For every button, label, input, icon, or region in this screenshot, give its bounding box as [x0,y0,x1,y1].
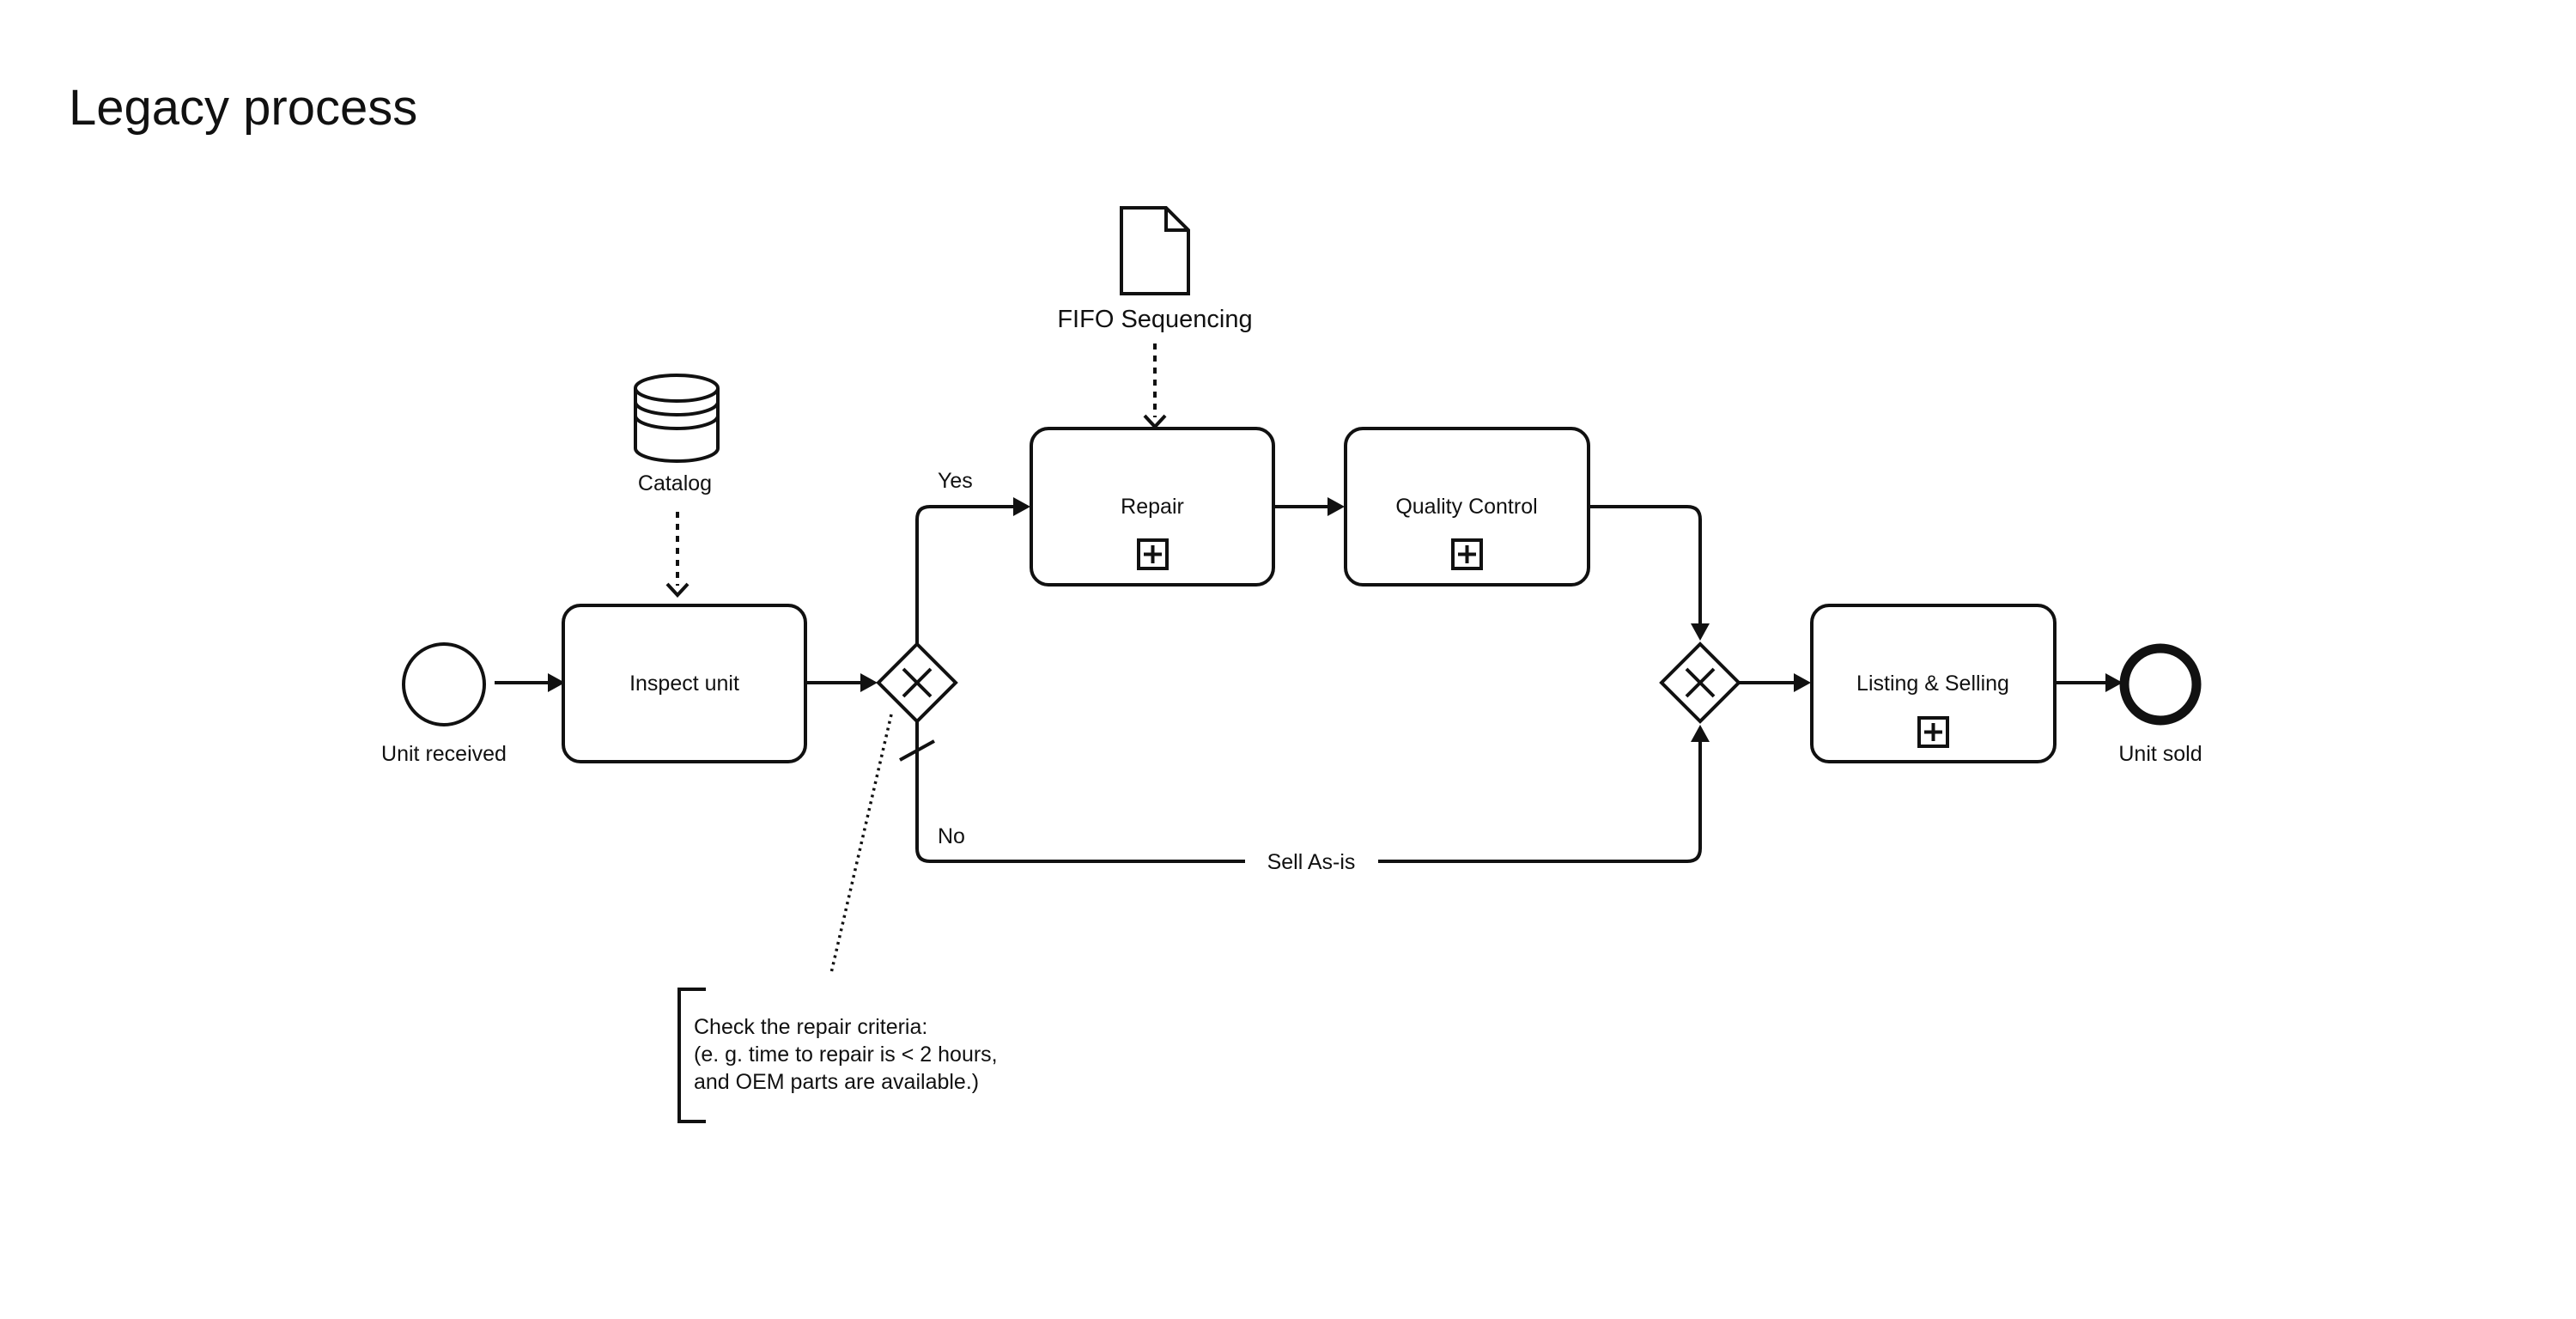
task-label-repair: Repair [1121,495,1184,519]
association-arrowhead [665,582,690,598]
end-event-circle [2119,643,2202,726]
arrowhead [2105,673,2123,692]
flow-no-sell-as-is [915,721,1245,863]
task-label-inspect: Inspect unit [629,672,739,696]
task-box [1030,427,1275,587]
task-box [1344,427,1590,587]
task-repair[interactable] [1030,427,1275,587]
task-listing-selling[interactable] [1810,604,2057,763]
catalog-database-icon[interactable] [634,374,720,463]
diagram-title: Legacy process [69,80,417,136]
arrowhead [1691,623,1710,641]
task-quality-control[interactable] [1344,427,1590,587]
subprocess-expand-icon[interactable] [1917,716,1949,748]
arrowhead [860,673,878,692]
annotation-line: (e. g. time to repair is < 2 hours, [694,1042,998,1067]
subprocess-expand-icon[interactable] [1451,538,1483,570]
fifo-label: FIFO Sequencing [1057,306,1252,333]
subprocess-expand-icon[interactable] [1137,538,1169,570]
annotation-bracket [677,988,706,1123]
arrowhead [1327,497,1345,516]
annotation-line: and OEM parts are available.) [694,1070,979,1094]
fifo-document-icon[interactable] [1120,206,1190,295]
start-event[interactable] [402,642,486,726]
exclusive-gateway-split[interactable] [876,641,958,724]
default-flow-marker [899,739,935,762]
association-arrowhead [1143,414,1167,429]
task-inspect-unit[interactable] [562,604,807,763]
end-event-label: Unit sold [2118,742,2202,766]
end-event[interactable] [2119,643,2202,726]
annotation-line: Check the repair criteria: [694,1015,927,1039]
exclusive-gateway-merge[interactable] [1659,641,1741,724]
task-label-quality: Quality Control [1395,495,1537,519]
sequence-flows [495,497,2123,863]
task-box [562,604,807,763]
annotation-text: Check the repair criteria: (e. g. time t… [694,1015,998,1094]
flow-yes-to-repair [915,505,1015,644]
arrowhead [1691,725,1710,742]
catalog-label: Catalog [638,471,712,495]
annotation-association [829,714,893,974]
start-event-circle [402,642,486,726]
task-label-listing: Listing & Selling [1856,672,2009,696]
arrowhead [1013,497,1030,516]
flow-label-yes: Yes [938,469,973,493]
gateway-x-icon [902,667,933,698]
flow-label-sell-as-is: Sell As-is [1267,850,1356,874]
gateway-x-icon [1685,667,1716,698]
start-event-label: Unit received [381,742,507,766]
task-box [1810,604,2057,763]
arrowhead [1794,673,1811,692]
flow-no-sell-as-is-cont [1378,740,1702,863]
flow-label-no: No [938,824,965,848]
arrowhead [548,673,565,692]
flow-quality-to-merge [1589,505,1702,625]
